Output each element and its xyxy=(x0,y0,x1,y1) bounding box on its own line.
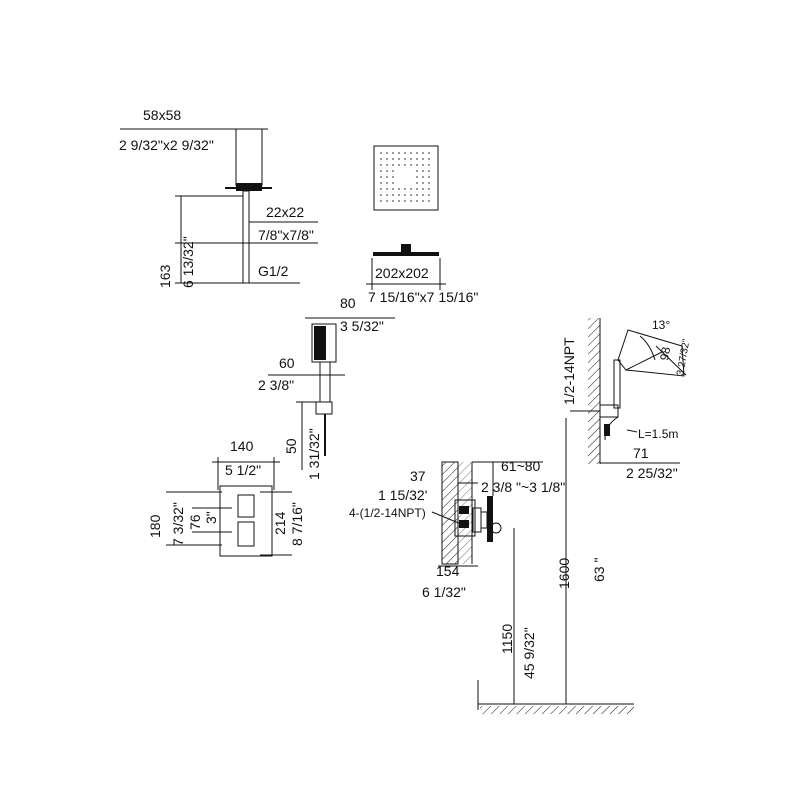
wall-hatch xyxy=(588,318,600,464)
wall-outlet-elbow xyxy=(599,404,619,418)
ceiling-flange xyxy=(236,183,262,191)
total-height-mm: 214 xyxy=(272,511,288,535)
valve-height-mm: 1150 xyxy=(499,624,515,654)
head-width-mm: 80 xyxy=(340,295,356,311)
valve-cover-plate xyxy=(219,485,273,557)
mixer-handle xyxy=(237,521,255,547)
inner-height-in: 3" xyxy=(203,511,219,524)
plate-height-mm: 180 xyxy=(147,514,163,538)
angle-line xyxy=(625,351,663,371)
bracket-size-mm: 98 xyxy=(657,346,673,362)
plate-width-mm: 140 xyxy=(230,438,254,454)
hand-shower-handle xyxy=(319,361,331,403)
valve-body xyxy=(454,499,476,537)
hose-length: L=1.5m xyxy=(638,427,678,441)
shower-arm xyxy=(242,190,250,244)
valve-cover-section xyxy=(487,496,493,542)
handle-knob xyxy=(490,522,502,534)
valve-section-drawing: 37 1 15/32' 61~80 2 3/8 "~3 1/8" 4-(1/2-… xyxy=(349,458,565,704)
valve-port xyxy=(459,506,469,514)
diverter-handle xyxy=(237,494,255,518)
total-height-in: 8 7/16" xyxy=(289,502,305,546)
valve-sleeve xyxy=(472,507,482,533)
valve-port xyxy=(459,520,469,528)
hand-shower-drawing: 80 3 5/32" 60 2 3/8" 50 1 31/32" xyxy=(258,295,395,480)
plate-height-in: 7 3/32" xyxy=(170,502,186,546)
holder-height-mm: 50 xyxy=(283,438,299,454)
body-depth-mm: 154 xyxy=(436,563,460,579)
hose-leader xyxy=(626,429,638,433)
thread-size: G1/2 xyxy=(258,263,289,279)
floor-hatch xyxy=(480,706,634,714)
rain-head-connector xyxy=(401,244,411,252)
outlet-height-in: 63 " xyxy=(591,558,607,582)
rain-head-top-view xyxy=(373,145,439,211)
handle-width-in: 2 3/8" xyxy=(258,377,294,393)
wall-outlet-drawing: 1/2-14NPT 13° 98 3 27/32" L=1.5m 71 2 25… xyxy=(561,318,692,481)
valve-stem xyxy=(480,511,488,529)
rain-head-side-view xyxy=(373,252,439,256)
depth-range-mm: 61~80 xyxy=(501,458,541,474)
head-width-in: 3 5/32" xyxy=(340,318,384,334)
pipe-size-in: 7/8"x7/8" xyxy=(258,227,314,243)
bracket-size-in: 3 27/32" xyxy=(675,338,692,377)
handle-width-mm: 60 xyxy=(279,355,295,371)
leader-line xyxy=(431,511,462,525)
bracket-dim-line xyxy=(655,345,687,376)
valve-height-in: 45 9/32" xyxy=(521,627,537,679)
floor-and-heights: 1150 45 9/32" 1600 63 " xyxy=(477,418,634,714)
hand-shower-face xyxy=(314,326,326,360)
body-depth-in: 6 1/32" xyxy=(422,584,466,600)
inlet-ports: 4-(1/2-14NPT) xyxy=(349,506,426,520)
inner-height-mm: 76 xyxy=(187,514,203,530)
valve-plate-drawing: 140 5 1/2" 180 7 3/32" 76 3" 214 8 7/16" xyxy=(147,438,305,557)
outlet-thread: 1/2-14NPT xyxy=(561,337,577,405)
hose-nut xyxy=(604,424,610,436)
flange-size-mm: 58x58 xyxy=(143,107,181,123)
angle-arc xyxy=(639,335,656,361)
depth-range-in: 2 3/8 "~3 1/8" xyxy=(481,479,565,495)
pipe-size-mm: 22x22 xyxy=(266,204,304,220)
rain-head-size-mm: 202x202 xyxy=(375,265,429,281)
tilt-angle: 13° xyxy=(652,318,670,332)
ceiling-arm-drawing: 58x58 2 9/32"x2 9/32" 22x22 7/8"x7/8" G1… xyxy=(119,107,318,288)
hand-shower-holder xyxy=(315,401,333,415)
holder-bracket xyxy=(613,359,621,409)
wall-section xyxy=(441,461,459,565)
rain-head-size-in: 7 15/16"x7 15/16" xyxy=(368,289,478,305)
holder-height-in: 1 31/32" xyxy=(306,428,322,480)
outlet-depth-in: 2 25/32" xyxy=(626,465,678,481)
flange-size-in: 2 9/32"x2 9/32" xyxy=(119,137,214,153)
arm-height-mm: 163 xyxy=(157,264,173,288)
rain-head-drawing: 202x202 7 15/16"x7 15/16" xyxy=(366,145,478,305)
thread-end xyxy=(242,242,250,284)
outlet-depth-mm: 71 xyxy=(633,445,649,461)
hand-shower-in-holder xyxy=(617,329,685,377)
plate-width-in: 5 1/2" xyxy=(225,462,261,478)
wall-depth-in: 1 15/32' xyxy=(378,487,427,503)
wall-depth-mm: 37 xyxy=(410,468,426,484)
arm-height-in: 6 13/32" xyxy=(180,236,196,288)
center-plate xyxy=(398,170,414,186)
outlet-height-mm: 1600 xyxy=(556,558,572,589)
